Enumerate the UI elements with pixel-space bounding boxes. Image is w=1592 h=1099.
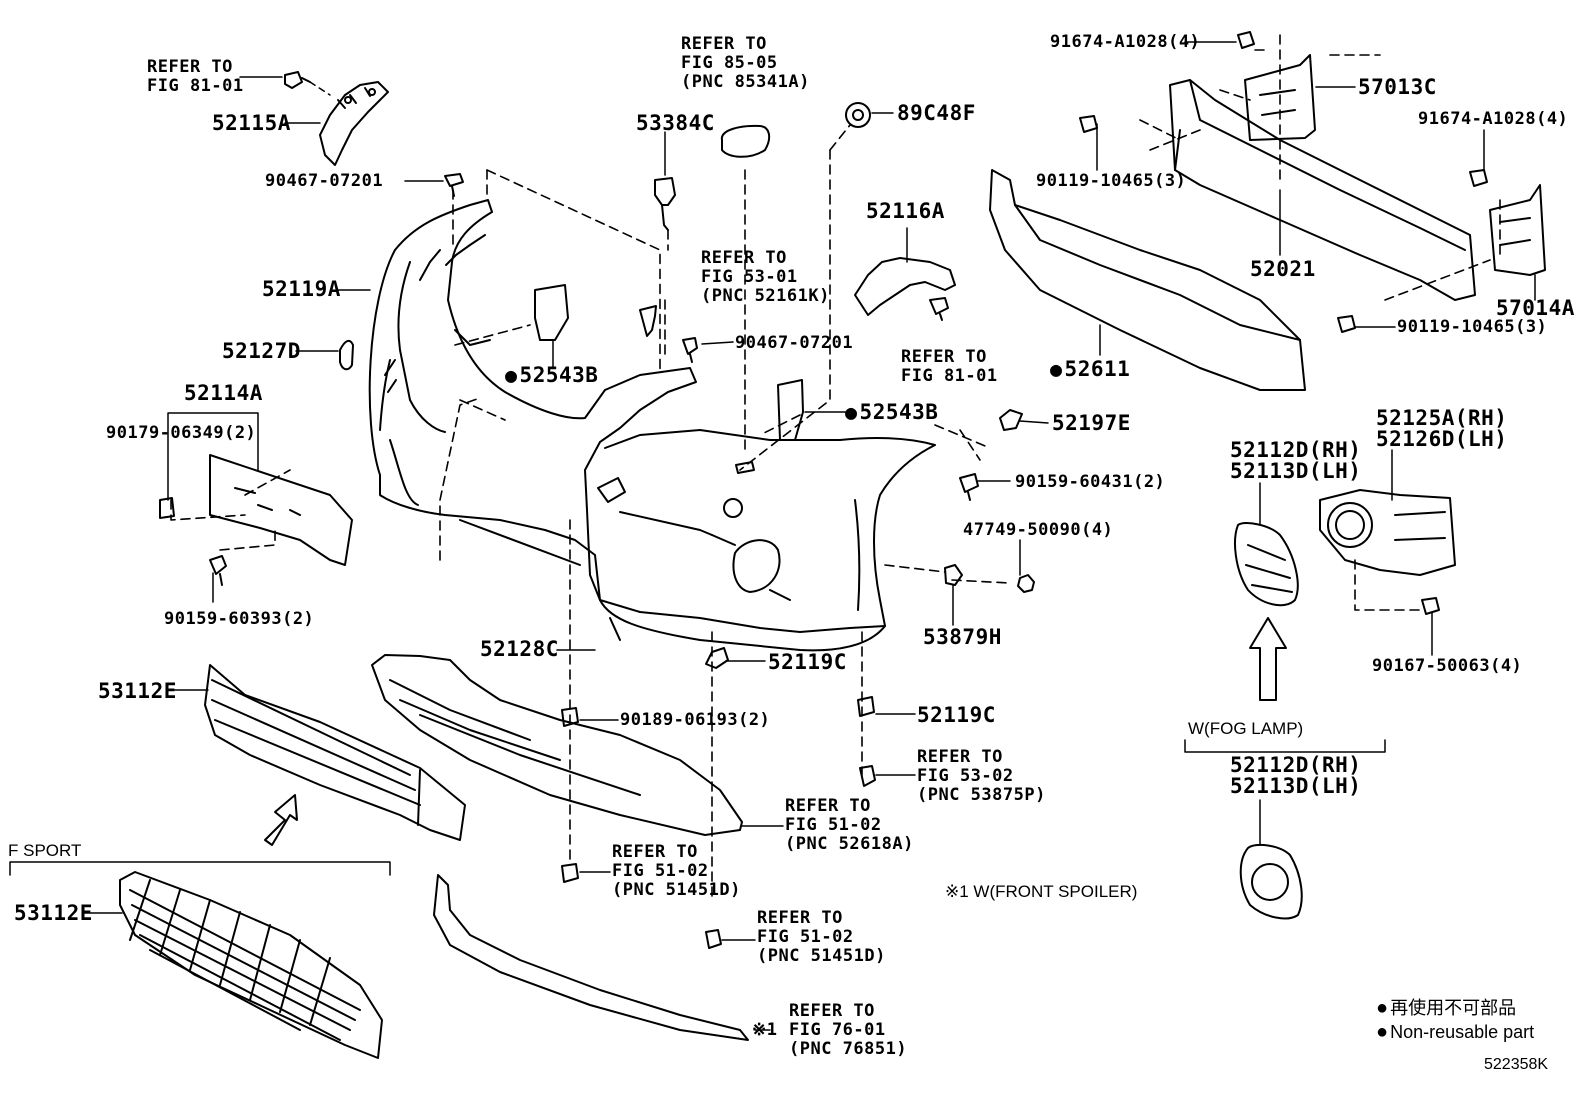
arrow-up-right — [1249, 617, 1287, 701]
fasteners-shapes — [159, 31, 1488, 949]
fog-lamp-note: W(FOG LAMP) — [1188, 719, 1304, 738]
refer-fig-51-02-b: REFER TO FIG 51-02 (PNC 51451D) — [612, 842, 741, 900]
part-57014A: 57014A — [1496, 296, 1575, 320]
part-90119-10465-a: 90119-10465(3) — [1036, 171, 1187, 191]
legend-en: Non-reusable part — [1376, 1023, 1534, 1042]
part-89C48F: 89C48F — [897, 101, 976, 125]
part-90159-60431: 90159-60431(2) — [1015, 472, 1166, 492]
part-52543B-a: 52543B — [505, 364, 598, 387]
bracket-52116A-shape — [854, 257, 956, 316]
front-spoiler-note: ※1 W(FRONT SPOILER) — [945, 882, 1138, 901]
part-52611: 52611 — [1050, 358, 1130, 381]
part-52127D: 52127D — [222, 339, 301, 363]
part-53112E-b: 53112E — [14, 901, 93, 925]
part-52128C: 52128C — [480, 637, 559, 661]
part-52113D-b: 52113D(LH) — [1230, 774, 1362, 798]
refer-fig-53-01: REFER TO FIG 53-01 (PNC 52161K) — [701, 248, 830, 306]
under-spoiler-shape — [371, 654, 743, 836]
part-52114A: 52114A — [184, 381, 263, 405]
part-52611-text: 52611 — [1064, 357, 1131, 381]
part-52115A: 52115A — [212, 111, 291, 135]
front-spoiler-shape — [433, 874, 749, 1041]
reinforcement-52021-shape — [1169, 79, 1476, 301]
part-52126D: 52126D(LH) — [1376, 427, 1508, 451]
bracket-57013C-shape — [1244, 54, 1316, 141]
part-52119A: 52119A — [262, 277, 341, 301]
refer-fig-51-02-a: REFER TO FIG 51-02 (PNC 52618A) — [785, 796, 914, 854]
part-52543B-b-text: 52543B — [859, 400, 939, 424]
part-52119C-b: 52119C — [917, 703, 996, 727]
part-90467-07201-b: 90467-07201 — [735, 333, 854, 353]
fog-bracket-shape — [1319, 489, 1456, 576]
bracket-52115A-shape — [284, 71, 389, 166]
figure-code: 522358K — [1484, 1056, 1549, 1073]
fog-cover-bottom — [1239, 843, 1303, 920]
part-52125A: 52125A(RH) — [1376, 406, 1508, 430]
arrow-up-left — [264, 794, 298, 846]
part-90119-10465-b: 90119-10465(3) — [1397, 317, 1548, 337]
part-91674-A1028-a: 91674-A1028(4) — [1050, 32, 1201, 52]
part-52119C-a: 52119C — [768, 650, 847, 674]
pad-52543B-right — [777, 379, 804, 441]
spoiler-mark: ※1 — [752, 1020, 778, 1040]
lower-grille-shape — [204, 664, 466, 841]
part-52543B-a-text: 52543B — [519, 363, 599, 387]
part-90159-60393: 90159-60393(2) — [164, 609, 315, 629]
part-53384C: 53384C — [636, 111, 715, 135]
refer-fig-53-02: REFER TO FIG 53-02 (PNC 53875P) — [917, 747, 1046, 805]
absorber-52611-shape — [989, 169, 1306, 391]
part-53879H: 53879H — [923, 625, 1002, 649]
license-bracket-shape — [209, 454, 353, 566]
legend-jp-text: 再使用不可部品 — [1390, 998, 1517, 1018]
part-52113D-a: 52113D(LH) — [1230, 459, 1362, 483]
part-53112E-a: 53112E — [98, 679, 177, 703]
fsport-note: F SPORT — [8, 841, 82, 860]
part-90179-06349: 90179-06349(2) — [106, 423, 257, 443]
part-52021: 52021 — [1250, 257, 1316, 281]
refer-fig-85-05: REFER TO FIG 85-05 (PNC 85341A) — [681, 34, 810, 92]
fog-cover-top — [1234, 522, 1299, 607]
pad-52543B-left — [534, 284, 569, 341]
legend-jp: 再使用不可部品 — [1376, 999, 1516, 1018]
part-52197E: 52197E — [1052, 411, 1131, 435]
part-52116A: 52116A — [866, 199, 945, 223]
part-47749-50090: 47749-50090(4) — [963, 520, 1114, 540]
part-90467-07201-a: 90467-07201 — [265, 171, 384, 191]
part-52543B-b: 52543B — [845, 401, 938, 424]
refer-fig-76-01: REFER TO FIG 76-01 (PNC 76851) — [789, 1001, 908, 1059]
part-90167-50063: 90167-50063(4) — [1372, 656, 1523, 676]
refer-fig-51-02-c: REFER TO FIG 51-02 (PNC 51451D) — [757, 908, 886, 966]
legend-en-text: Non-reusable part — [1390, 1022, 1535, 1042]
part-52112D-b: 52112D(RH) — [1230, 753, 1362, 777]
part-57013C: 57013C — [1358, 75, 1437, 99]
bumper-cover-shape — [368, 199, 936, 652]
refer-fig-81-01-b: REFER TO FIG 81-01 — [901, 347, 998, 386]
part-90189-06193: 90189-06193(2) — [620, 710, 771, 730]
fsport-grille-shape — [119, 871, 383, 1059]
part-91674-A1028-b: 91674-A1028(4) — [1418, 109, 1569, 129]
bracket-57014A-shape — [1489, 184, 1546, 276]
part-52112D-a: 52112D(RH) — [1230, 438, 1362, 462]
refer-fig-81-01-a: REFER TO FIG 81-01 — [147, 57, 244, 96]
leader-lines — [9, 41, 1536, 1031]
